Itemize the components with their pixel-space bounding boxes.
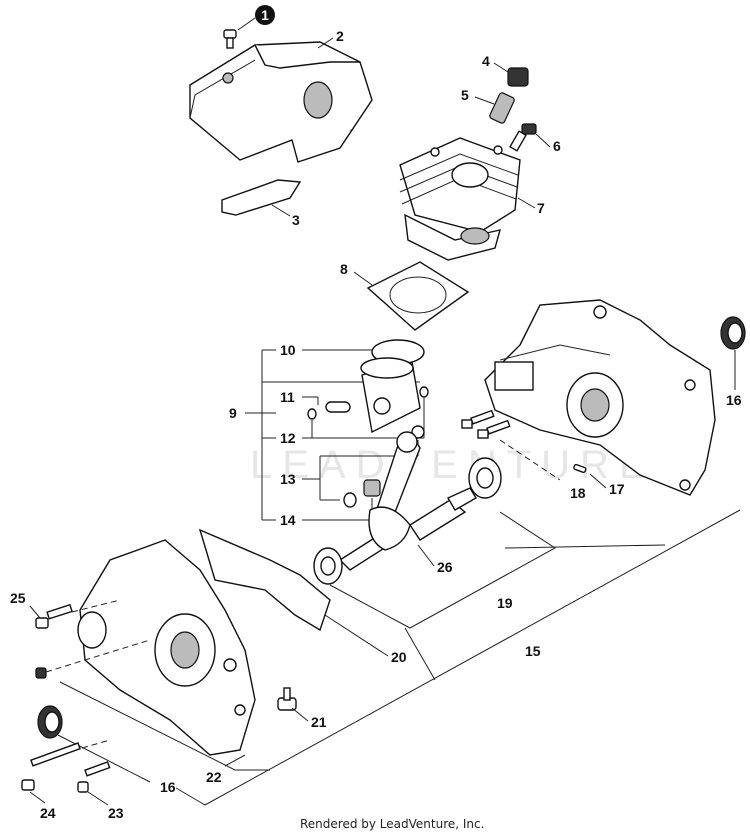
callout-22: 22 [206, 769, 222, 785]
callout-11: 11 [280, 389, 295, 405]
callout-10: 10 [280, 342, 296, 358]
main-bearing-right [468, 457, 502, 499]
callout-1-marker [255, 5, 275, 25]
callout-17: 17 [609, 481, 625, 497]
crankcase-gasket [198, 528, 331, 632]
callout-4: 4 [482, 53, 490, 69]
watermark: LEADVENTURE [250, 443, 656, 487]
needle-bearing [363, 479, 381, 497]
callout-19: 19 [497, 595, 513, 611]
callout-14: 14 [280, 512, 296, 528]
filter-gasket [221, 179, 302, 216]
cylinder-bolt [509, 123, 537, 152]
callout-13: 13 [280, 471, 296, 487]
footer-credit: Rendered by LeadVenture, Inc. [300, 817, 484, 831]
callout-1: 1 [261, 7, 269, 23]
cylinder [399, 137, 521, 261]
callout-9: 9 [229, 405, 237, 421]
callout-6: 6 [553, 138, 561, 154]
callout-20: 20 [391, 649, 407, 665]
top-cover [189, 41, 373, 163]
case-bolt-left [35, 603, 73, 629]
bolt-24 [21, 742, 81, 791]
pin-clip-left [307, 408, 317, 420]
callout-5: 5 [461, 87, 469, 103]
case-bolts-right [461, 409, 511, 439]
callout-21: 21 [311, 714, 327, 730]
crankcase-left [77, 539, 256, 756]
impulse-fitting [277, 687, 297, 711]
bolt-23 [77, 761, 111, 793]
cylinder-gasket [366, 261, 470, 331]
dowel-pin-left [35, 667, 47, 679]
callout-26: 26 [437, 559, 453, 575]
callout-24: 24 [40, 805, 56, 821]
callout-16b: 16 [160, 779, 176, 795]
callout-7: 7 [537, 200, 545, 216]
callout-25: 25 [10, 590, 26, 606]
pin-clip-right [419, 386, 429, 398]
oil-seal-left [37, 705, 63, 739]
callout-12: 12 [280, 430, 296, 446]
callout-8: 8 [340, 261, 348, 277]
piston-pin [325, 401, 351, 413]
cover-screw [223, 29, 237, 49]
washer [343, 492, 357, 508]
dowel-pin [573, 463, 587, 474]
oil-seal-right [720, 316, 746, 350]
decompression-cap [507, 67, 529, 87]
piston [360, 357, 421, 434]
callout-2: 2 [336, 28, 344, 44]
callout-23: 23 [108, 805, 124, 821]
callout-3: 3 [292, 212, 300, 228]
callout-16a: 16 [726, 392, 742, 408]
crankcase-right [484, 299, 716, 496]
decompression-valve [489, 92, 515, 124]
callout-18: 18 [570, 485, 586, 501]
callout-15: 15 [525, 643, 541, 659]
crankshaft [338, 431, 477, 571]
main-bearing-left [313, 547, 343, 585]
